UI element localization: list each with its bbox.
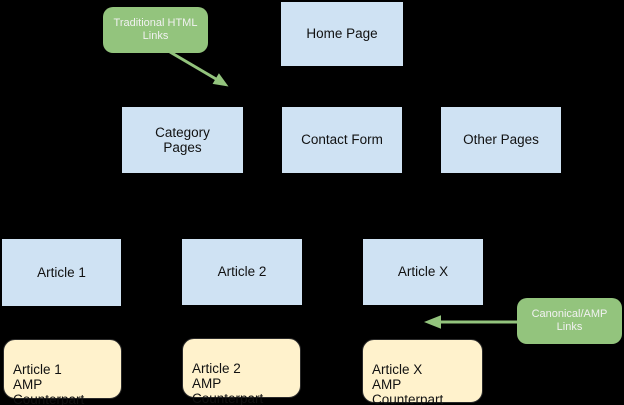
callout-label: Traditional HTML Links xyxy=(113,17,198,42)
node-article-1: Article 1 xyxy=(2,239,121,306)
node-label: Article 2 AMP Counterpart xyxy=(192,361,264,405)
node-label: Article 2 xyxy=(217,264,267,280)
node-article-2-amp-counterpart: Article 2 AMP Counterpart xyxy=(182,338,301,405)
node-label: Other Pages xyxy=(463,132,539,148)
node-label: Home Page xyxy=(306,26,378,42)
node-article-x: Article X xyxy=(363,239,483,305)
node-label: Contact Form xyxy=(301,132,383,148)
node-label: Category Pages xyxy=(155,124,210,156)
node-article-1-amp-counterpart: Article 1 AMP Counterpart xyxy=(3,339,122,405)
node-contact-form: Contact Form xyxy=(282,107,402,173)
traditional-links-arrow xyxy=(169,50,229,87)
node-other-pages: Other Pages xyxy=(441,107,561,173)
node-article-2: Article 2 xyxy=(182,239,302,305)
callout-canonical-amp-links: Canonical/AMP Links xyxy=(517,298,622,344)
node-home-page: Home Page xyxy=(281,2,403,66)
node-label: Article 1 xyxy=(37,264,86,280)
canonical-links-arrow xyxy=(424,315,517,329)
node-article-x-amp-counterpart: Article X AMP Counterpart xyxy=(362,339,483,405)
callout-traditional-html-links: Traditional HTML Links xyxy=(103,7,208,53)
node-label: Article X AMP Counterpart xyxy=(372,362,444,405)
callout-label: Canonical/AMP Links xyxy=(531,308,608,333)
node-category-pages: Category Pages xyxy=(122,107,243,173)
node-label: Article 1 AMP Counterpart xyxy=(13,362,85,405)
node-label: Article X xyxy=(397,264,449,280)
